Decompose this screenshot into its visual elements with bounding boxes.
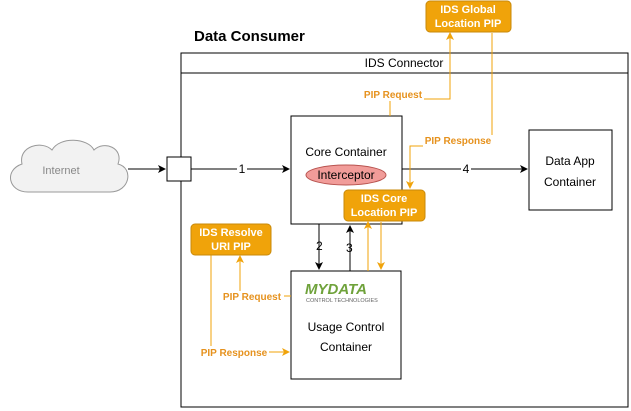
- pip-request-top-label: PIP Request: [364, 90, 423, 101]
- data-app-container-box: [528, 129, 613, 211]
- mydata-logo: MYDATA CONTROL TECHNOLOGIES: [305, 281, 378, 304]
- pip-response-top-label: PIP Response: [425, 136, 492, 147]
- connector-label: IDS Connector: [365, 56, 444, 70]
- pip-response-top-bg: [423, 135, 493, 147]
- core-pip-line1: IDS Core: [361, 193, 407, 205]
- data-app-line2: Container: [544, 175, 596, 189]
- edge-4-label-bg: [461, 162, 471, 176]
- core-container-title: Core Container: [305, 145, 386, 159]
- internet-label: Internet: [42, 165, 79, 177]
- pip-response-left-label: PIP Response: [201, 348, 268, 359]
- connector-port: [166, 156, 192, 182]
- mydata-logo-brand: MYDATA: [305, 281, 367, 298]
- edge-4-label: 4: [463, 162, 470, 176]
- global-pip-line2: Location PIP: [435, 18, 502, 30]
- core-pip-line2: Location PIP: [351, 207, 418, 219]
- edge-3-label: 3: [346, 241, 353, 255]
- usage-control-line2: Container: [320, 340, 372, 354]
- internet-cloud: [10, 139, 129, 193]
- pip-request-top-bg: [362, 89, 424, 101]
- resolve-pip-line1: IDS Resolve: [199, 227, 263, 239]
- resolve-pip-line2: URI PIP: [211, 241, 251, 253]
- ids-core-location-pip-box: [343, 189, 426, 222]
- mydata-logo-subtitle: CONTROL TECHNOLOGIES: [306, 298, 378, 304]
- edge-1-label-bg: [237, 162, 247, 176]
- ids-resolve-uri-pip-box: [190, 223, 272, 256]
- edge-2-label: 2: [316, 239, 323, 253]
- edge-1-label: 1: [239, 162, 246, 176]
- diagram-title: Data Consumer: [194, 28, 305, 45]
- pip-request-left-label: PIP Request: [223, 292, 282, 303]
- interceptor-ellipse: [305, 164, 387, 186]
- global-pip-line1: IDS Global: [440, 4, 496, 16]
- interceptor-label: Interceptor: [317, 168, 374, 182]
- pip-response-left-bg: [199, 346, 269, 358]
- pip-request-left-bg: [220, 291, 284, 303]
- usage-control-line1: Usage Control: [308, 320, 385, 334]
- usage-control-container-box: [290, 270, 402, 380]
- data-app-line1: Data App: [545, 154, 595, 168]
- ids-global-location-pip-box: [425, 0, 512, 33]
